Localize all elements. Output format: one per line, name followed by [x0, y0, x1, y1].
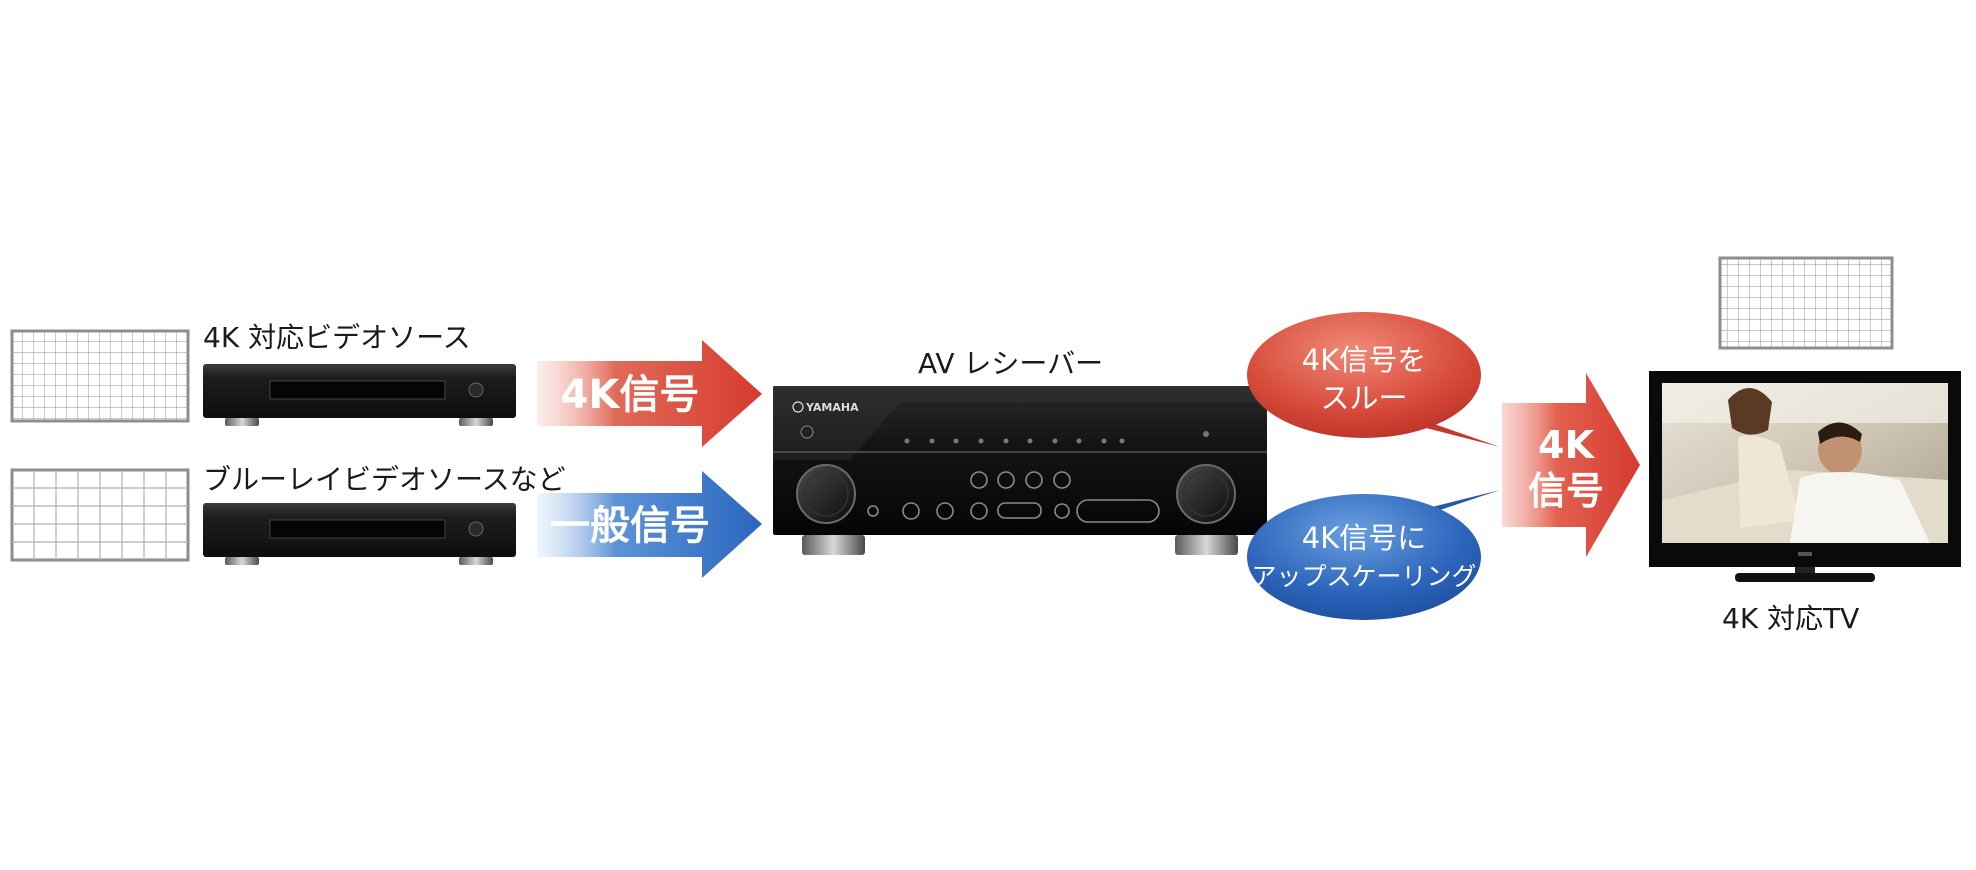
- bluray-player-standard: [203, 503, 516, 565]
- label-av-receiver: AV レシーバー: [918, 347, 1104, 380]
- bubble-upscale: 4K信号に アップスケーリング: [1247, 490, 1500, 620]
- arrow-output-line1: 4K: [1538, 423, 1595, 467]
- receiver-brand: YAMAHA: [805, 401, 859, 414]
- arrow-4k-signal: 4K信号: [537, 340, 762, 447]
- label-bluray-source: ブルーレイビデオソースなど: [203, 463, 566, 496]
- volume-knob-icon: [1176, 464, 1236, 524]
- tv-stand: [1735, 573, 1875, 582]
- bluray-player-4k: [203, 364, 516, 426]
- label-4k-source: 4K 対応ビデオソース: [203, 321, 471, 354]
- bubble-upscale-line2: アップスケーリング: [1251, 562, 1476, 591]
- power-button-icon: [800, 425, 814, 439]
- grid-panel-4k-source: [10, 329, 190, 423]
- bubble-passthrough-line1: 4K信号を: [1302, 343, 1426, 377]
- arrow-4k-signal-label: 4K信号: [561, 372, 700, 418]
- tv-4k: [1649, 371, 1961, 582]
- arrow-output-4k: 4K 信号: [1502, 373, 1640, 557]
- bubble-upscale-line1: 4K信号に: [1302, 521, 1426, 555]
- yamaha-logo-icon: [792, 401, 804, 413]
- arrow-normal-signal: 一般信号: [537, 471, 762, 578]
- label-tv-4k: 4K 対応TV: [1722, 602, 1860, 635]
- grid-panel-tv: [1718, 256, 1894, 350]
- av-receiver: YAMAHA: [773, 386, 1267, 555]
- arrow-normal-signal-label: 一般信号: [550, 503, 710, 549]
- bubble-passthrough-line2: スルー: [1320, 381, 1407, 415]
- bubble-passthrough: 4K信号を スルー: [1247, 312, 1500, 447]
- input-knob-icon: [796, 464, 856, 524]
- arrow-output-line2: 信号: [1528, 469, 1604, 513]
- grid-panel-bluray-source: [10, 468, 190, 562]
